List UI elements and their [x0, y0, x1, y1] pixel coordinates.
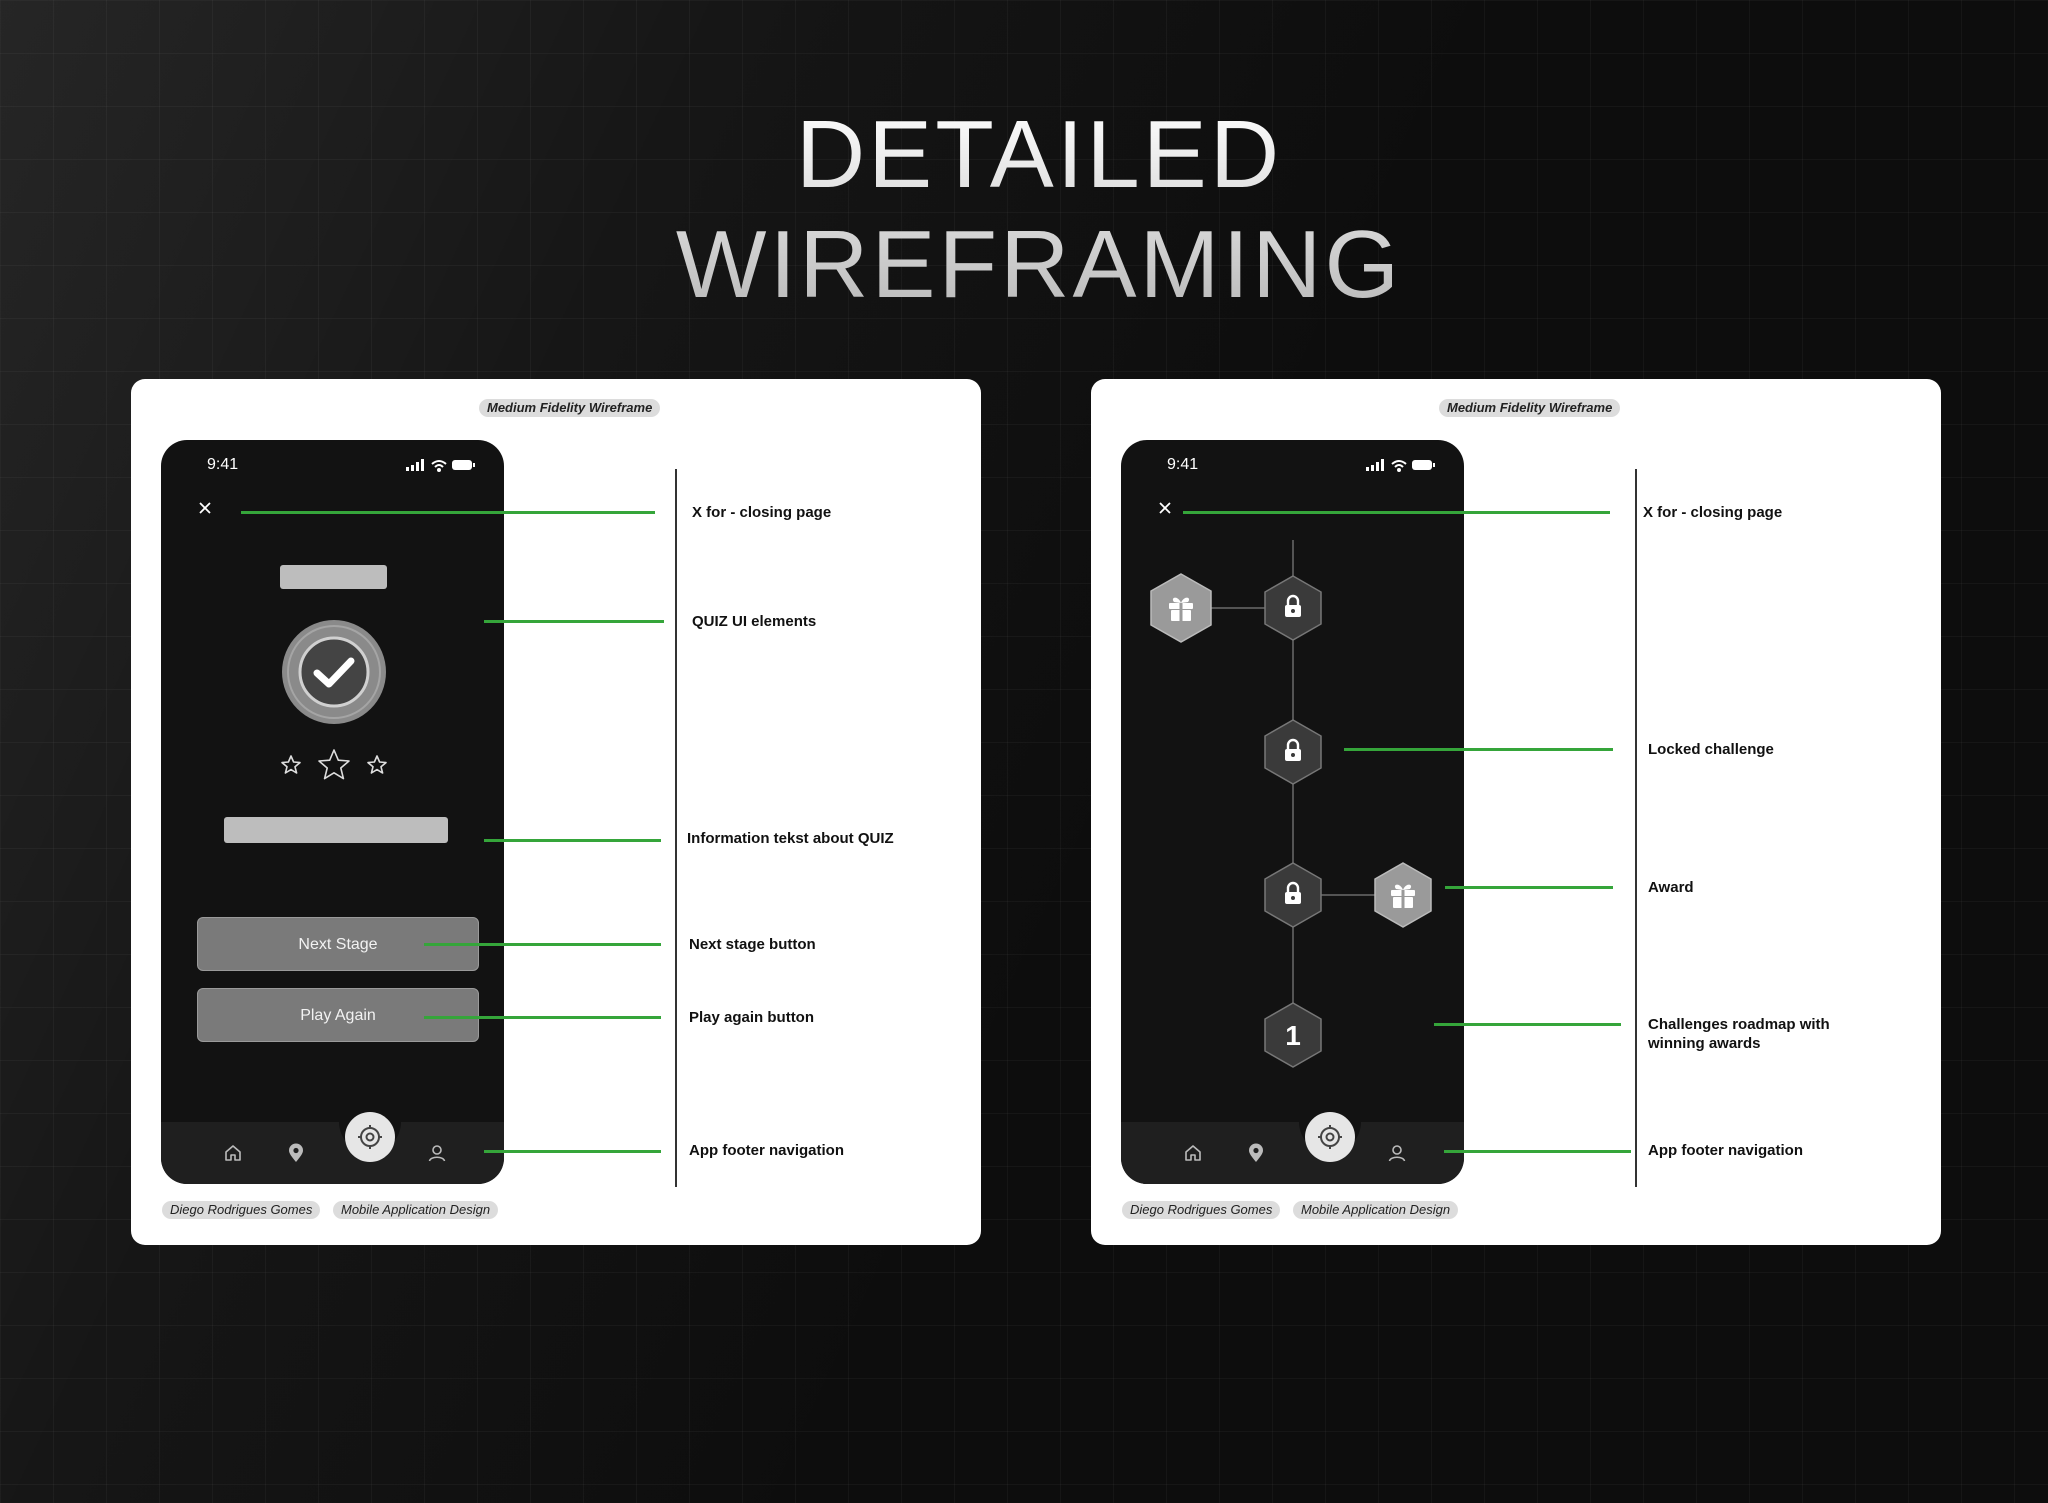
- project-tag: Mobile Application Design: [333, 1201, 499, 1219]
- close-icon[interactable]: [197, 500, 213, 516]
- annotation-label: X for - closing page: [692, 504, 832, 521]
- annotation-divider: [1635, 469, 1637, 1187]
- close-icon[interactable]: [1157, 500, 1173, 516]
- annotation-label: App footer navigation: [1648, 1142, 1803, 1159]
- annotation-label: X for - closing page: [1643, 504, 1783, 521]
- annotation-line: [1183, 511, 1610, 514]
- fidelity-badge: Medium Fidelity Wireframe: [1439, 399, 1621, 417]
- annotation-label: Award: [1648, 879, 1694, 896]
- annotation-line: [1344, 748, 1613, 751]
- author-tag: Diego Rodrigues Gomes: [162, 1201, 321, 1219]
- page-title: DETAILED WIREFRAMING: [0, 100, 2048, 320]
- title-line-1: DETAILED: [795, 101, 1283, 208]
- wireframe-card-roadmap: Medium Fidelity Wireframe 9:41: [1091, 379, 1941, 1245]
- wifi-icon: [431, 460, 447, 472]
- title-line-2: WIREFRAMING: [675, 211, 1403, 318]
- star-rating: [281, 749, 387, 780]
- user-icon[interactable]: [426, 1142, 448, 1164]
- location-icon[interactable]: [285, 1142, 307, 1164]
- annotation-label: Challenges roadmap with: [1648, 1016, 1830, 1033]
- lock-icon: [1285, 881, 1301, 904]
- star-icon: [318, 749, 350, 780]
- wifi-icon: [1391, 460, 1407, 472]
- annotation-line: [424, 1016, 661, 1019]
- footer-navigation: [1121, 1122, 1464, 1184]
- locked-challenge-node: [1264, 862, 1322, 928]
- target-icon: [1318, 1125, 1342, 1149]
- annotation-line: [241, 511, 655, 514]
- annotation-label: Play again button: [689, 1009, 815, 1026]
- project-tag: Mobile Application Design: [1293, 1201, 1459, 1219]
- battery-icon: [452, 460, 475, 470]
- start-challenge-node: 1: [1264, 1002, 1322, 1068]
- user-icon[interactable]: [1386, 1142, 1408, 1164]
- fidelity-badge: Medium Fidelity Wireframe: [479, 399, 661, 417]
- annotation-line: [1445, 886, 1613, 889]
- annotation-divider: [675, 469, 677, 1187]
- star-icon: [281, 755, 301, 774]
- phone-mockup-quiz: 9:41 Next Stage Play Again: [161, 440, 504, 1184]
- play-again-button[interactable]: Play Again: [197, 988, 479, 1042]
- lock-icon: [1285, 738, 1301, 761]
- footer-navigation: [161, 1122, 504, 1184]
- home-icon[interactable]: [222, 1142, 244, 1164]
- quiz-result-badge: [282, 620, 386, 724]
- award-node: [1150, 573, 1212, 643]
- target-icon: [358, 1125, 382, 1149]
- annotation-label: Next stage button: [689, 936, 816, 953]
- annotation-line: [484, 620, 664, 623]
- status-time: 9:41: [207, 456, 239, 473]
- status-icons: [406, 459, 475, 472]
- quiz-info-placeholder: [224, 817, 448, 843]
- challenge-roadmap: 1: [1150, 540, 1432, 1068]
- wireframe-card-quiz: Medium Fidelity Wireframe 9:41 Next Stag…: [131, 379, 981, 1245]
- award-node: [1374, 862, 1432, 928]
- annotation-line: [424, 943, 661, 946]
- home-icon[interactable]: [1182, 1142, 1204, 1164]
- center-nav-button[interactable]: [1305, 1112, 1355, 1162]
- annotation-label: winning awards: [1648, 1035, 1761, 1052]
- annotation-line: [1434, 1023, 1621, 1026]
- annotation-label: Information tekst about QUIZ: [687, 830, 894, 847]
- center-nav-button[interactable]: [345, 1112, 395, 1162]
- signal-icon: [1366, 459, 1384, 471]
- phone-mockup-roadmap: 9:41: [1121, 440, 1464, 1184]
- signal-icon: [406, 459, 424, 471]
- annotation-line: [484, 1150, 661, 1153]
- next-stage-button[interactable]: Next Stage: [197, 917, 479, 971]
- annotation-line: [1444, 1150, 1631, 1153]
- annotation-label: Locked challenge: [1648, 741, 1774, 758]
- annotation-label: QUIZ UI elements: [692, 613, 817, 630]
- status-time: 9:41: [1167, 456, 1199, 473]
- locked-challenge-node: [1264, 575, 1322, 641]
- locked-challenge-node: [1264, 719, 1322, 785]
- status-icons: [1366, 459, 1435, 472]
- star-icon: [367, 755, 387, 774]
- lock-icon: [1285, 594, 1301, 617]
- check-icon: [313, 657, 355, 688]
- battery-icon: [1412, 460, 1435, 470]
- author-tag: Diego Rodrigues Gomes: [1122, 1201, 1281, 1219]
- annotation-line: [484, 839, 661, 842]
- start-number: 1: [1285, 1020, 1301, 1051]
- quiz-title-placeholder: [280, 565, 387, 589]
- annotation-label: App footer navigation: [689, 1142, 844, 1159]
- location-icon[interactable]: [1245, 1142, 1267, 1164]
